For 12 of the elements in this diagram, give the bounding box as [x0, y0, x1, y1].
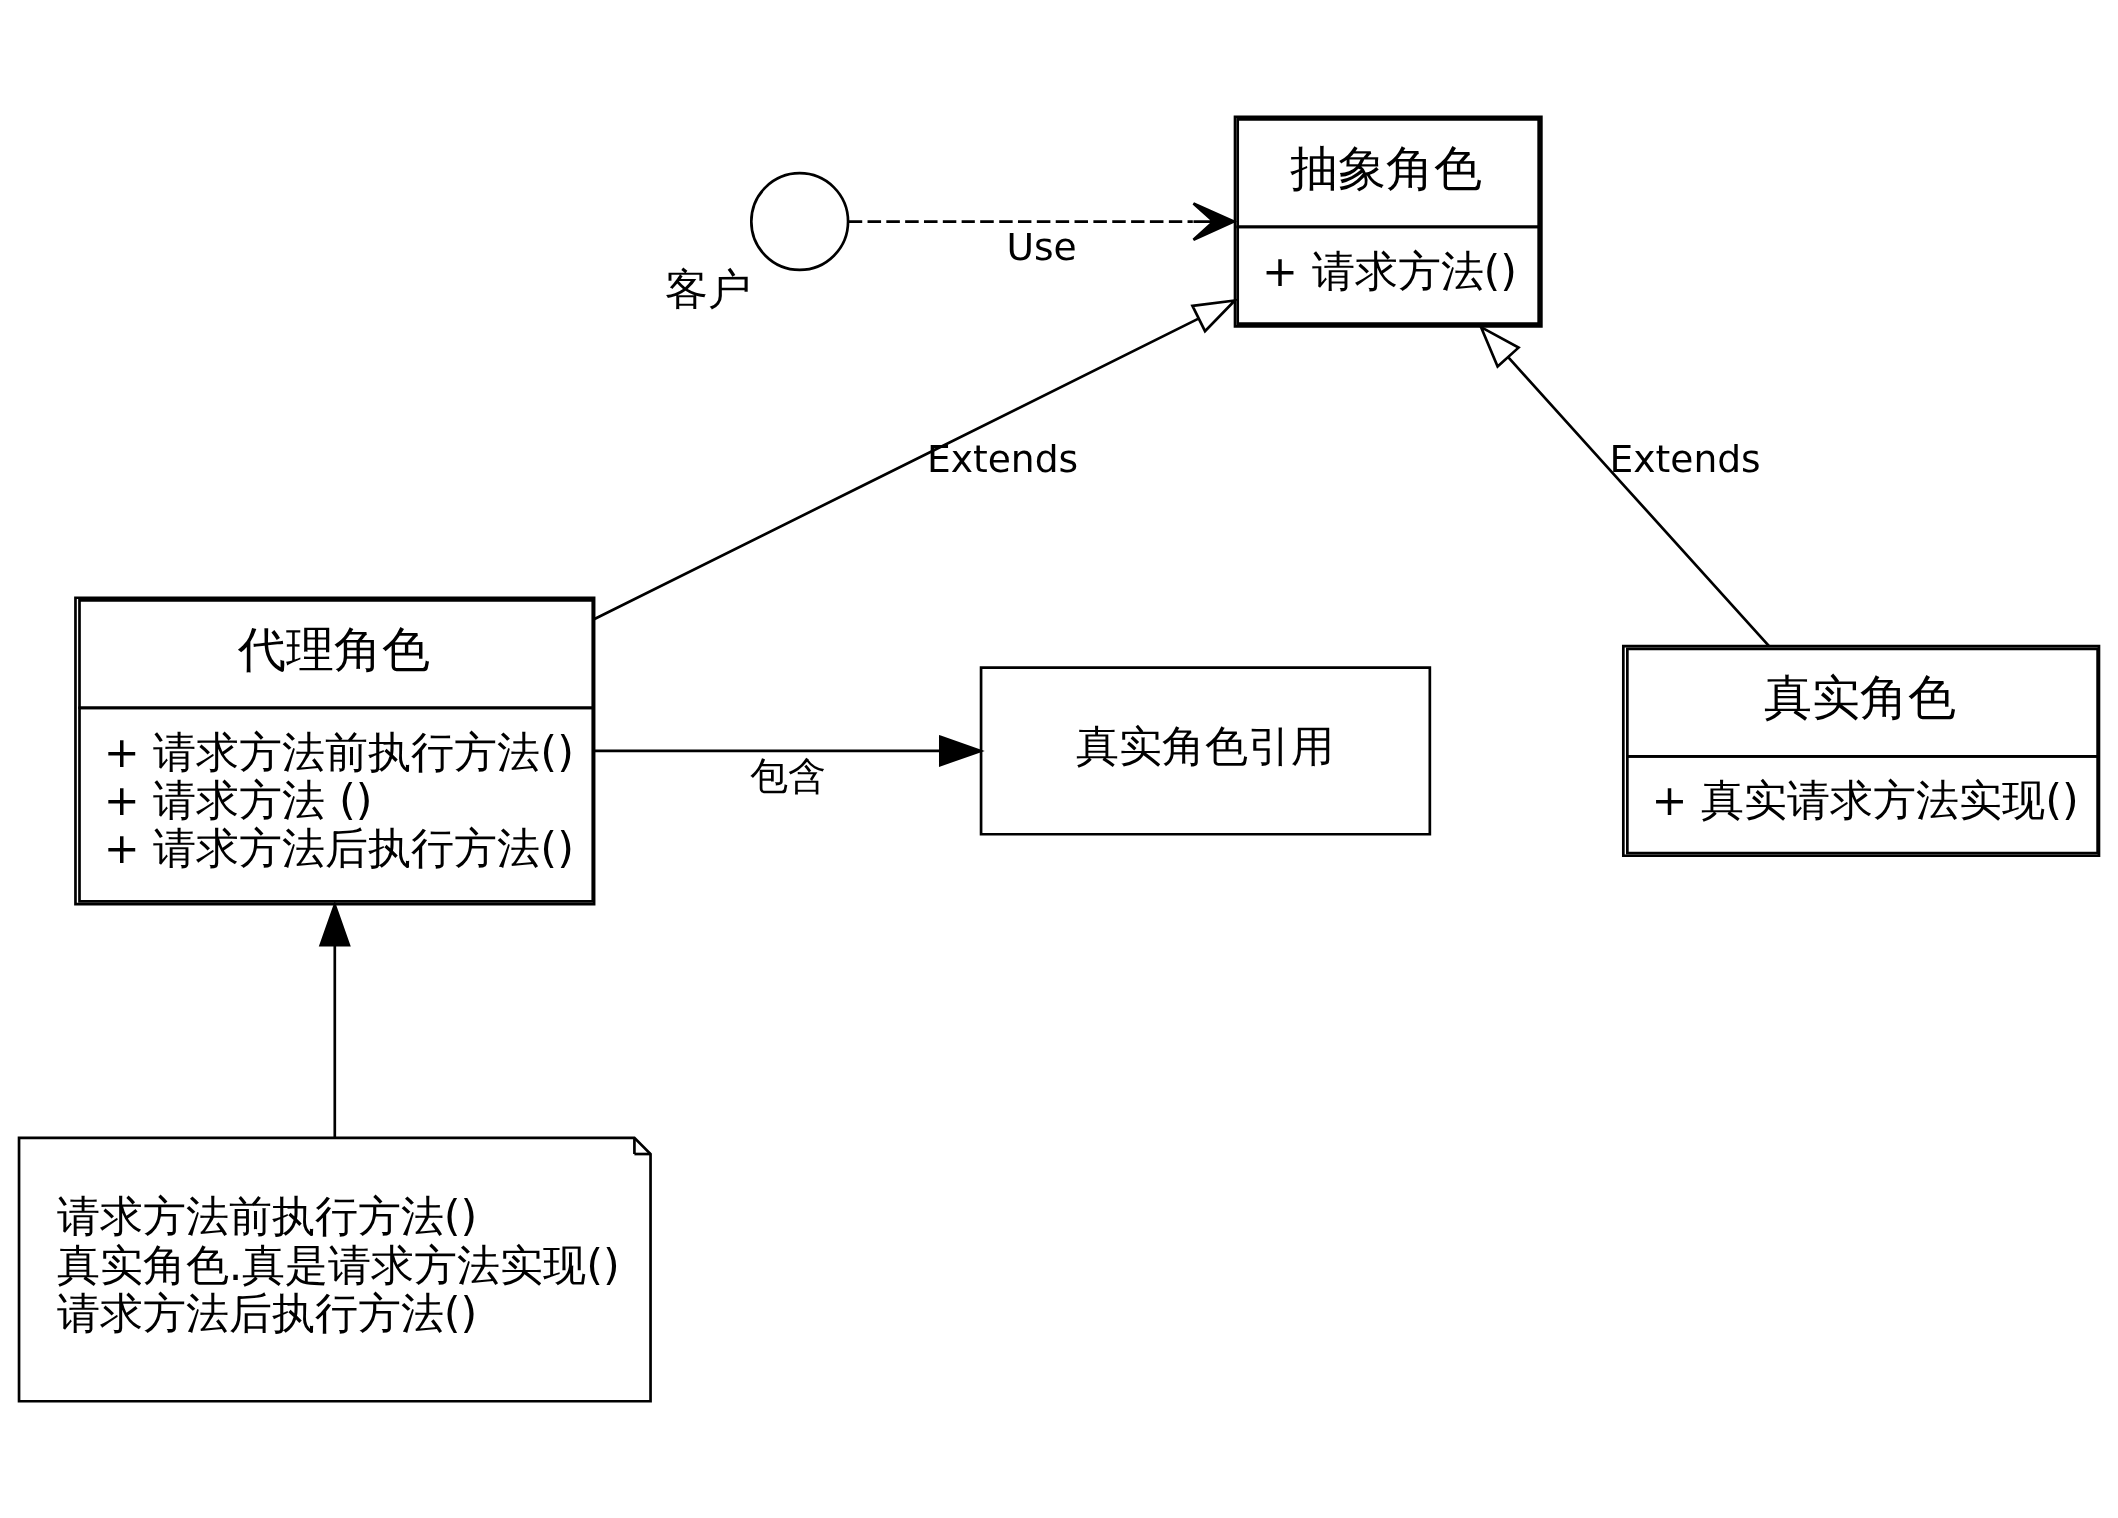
arrow	[848, 202, 1236, 242]
edge-label: Extends	[926, 437, 1079, 481]
edge-label: Extends	[1609, 437, 1761, 481]
edge-label: 包含	[749, 754, 826, 799]
arrow	[1478, 324, 1770, 647]
arrow	[594, 734, 985, 767]
node-person	[749, 171, 850, 272]
arrow	[318, 900, 351, 1138]
arrow	[593, 298, 1239, 621]
node-box: 真实角色引用	[979, 666, 1432, 836]
edge-label: Use	[1006, 224, 1077, 269]
node-label: 客户	[665, 264, 752, 315]
